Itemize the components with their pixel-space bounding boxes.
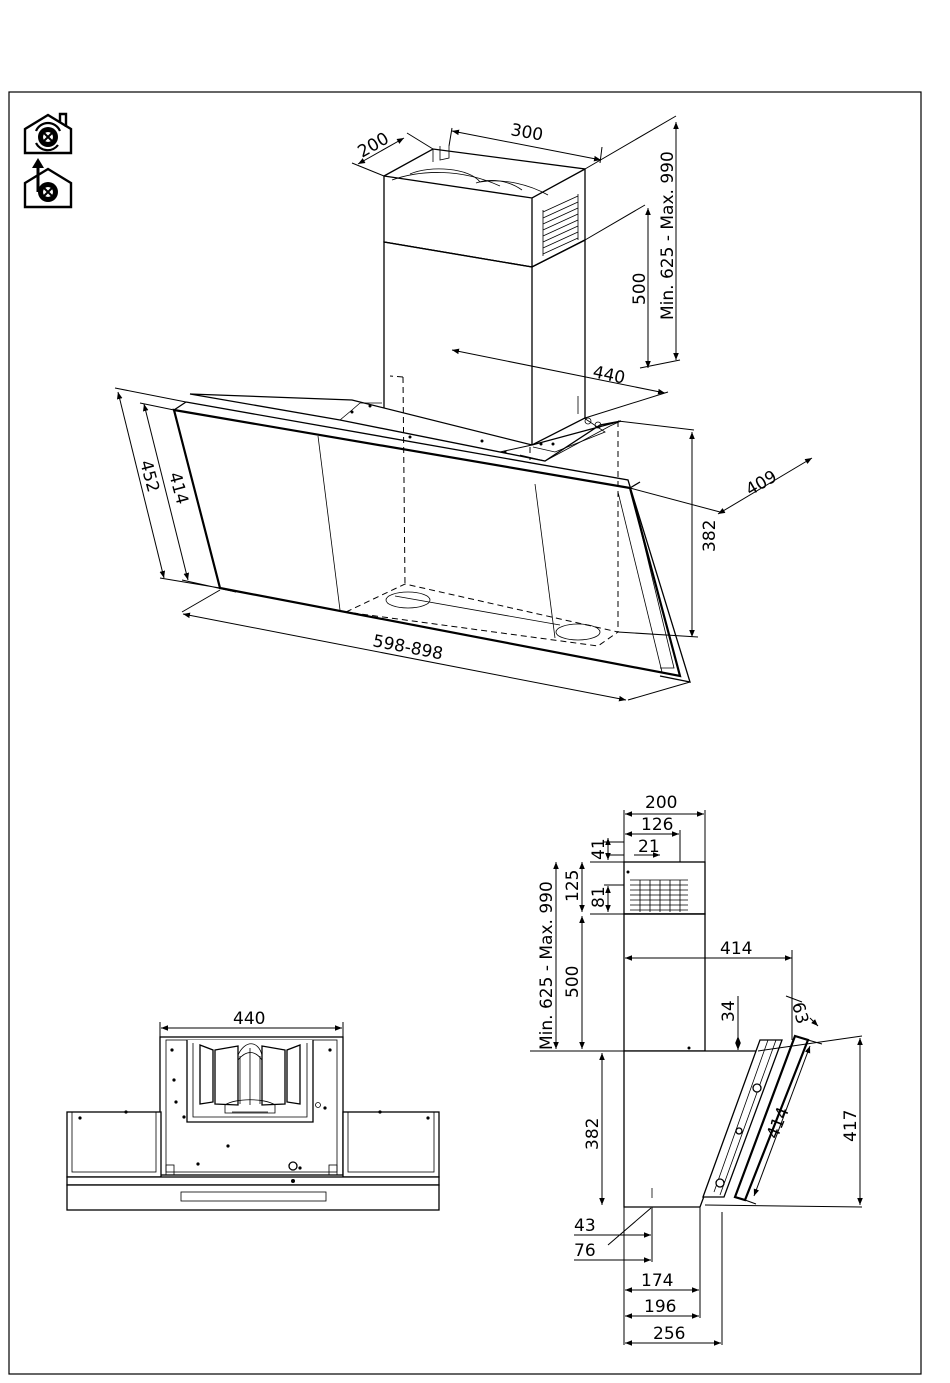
dim-side-21: 21: [638, 837, 660, 857]
dim-side-43: 43: [574, 1216, 596, 1236]
dim-side-126: 126: [641, 815, 673, 835]
dim-chimney-height: Min. 625 - Max. 990: [658, 151, 678, 320]
extraction-mode-icon: [25, 158, 71, 207]
recirculation-mode-icon: [25, 114, 71, 153]
dim-side-200: 200: [645, 793, 677, 813]
dim-body-height: 382: [700, 520, 720, 552]
side-view: 200 126 21 41 81 125 500 Min. 625 - Max.…: [530, 793, 862, 1345]
dim-side-414-depth: 414: [720, 939, 752, 959]
dim-upper-height: 500: [630, 273, 650, 305]
dim-side-chimney-height: Min. 625 - Max. 990: [537, 881, 557, 1050]
dim-side-125: 125: [563, 870, 583, 902]
dim-side-256: 256: [653, 1324, 685, 1344]
motor-housing: [187, 1040, 313, 1122]
dim-side-81: 81: [589, 886, 609, 908]
dim-side-382: 382: [583, 1118, 603, 1150]
dim-side-417: 417: [841, 1110, 861, 1142]
dim-glass-width: 598-898: [371, 631, 445, 664]
perspective-view: 200 300 Min. 625 - Max. 990 500 440 409 …: [115, 116, 812, 700]
dim-front-width: 440: [233, 1009, 265, 1029]
dim-side-196: 196: [644, 1297, 676, 1317]
dim-side-76: 76: [574, 1241, 596, 1261]
dim-chimney-width: 300: [509, 120, 544, 145]
dim-side-174: 174: [641, 1271, 673, 1291]
dim-side-34: 34: [719, 1000, 739, 1022]
dim-side-41: 41: [589, 838, 609, 860]
dim-side-63: 63: [787, 1000, 812, 1026]
dim-body-width: 440: [591, 362, 627, 388]
dim-depth: 409: [743, 467, 781, 501]
front-view: 440: [67, 1009, 439, 1210]
dim-chimney-depth: 200: [355, 129, 393, 163]
dim-side-500: 500: [563, 966, 583, 998]
